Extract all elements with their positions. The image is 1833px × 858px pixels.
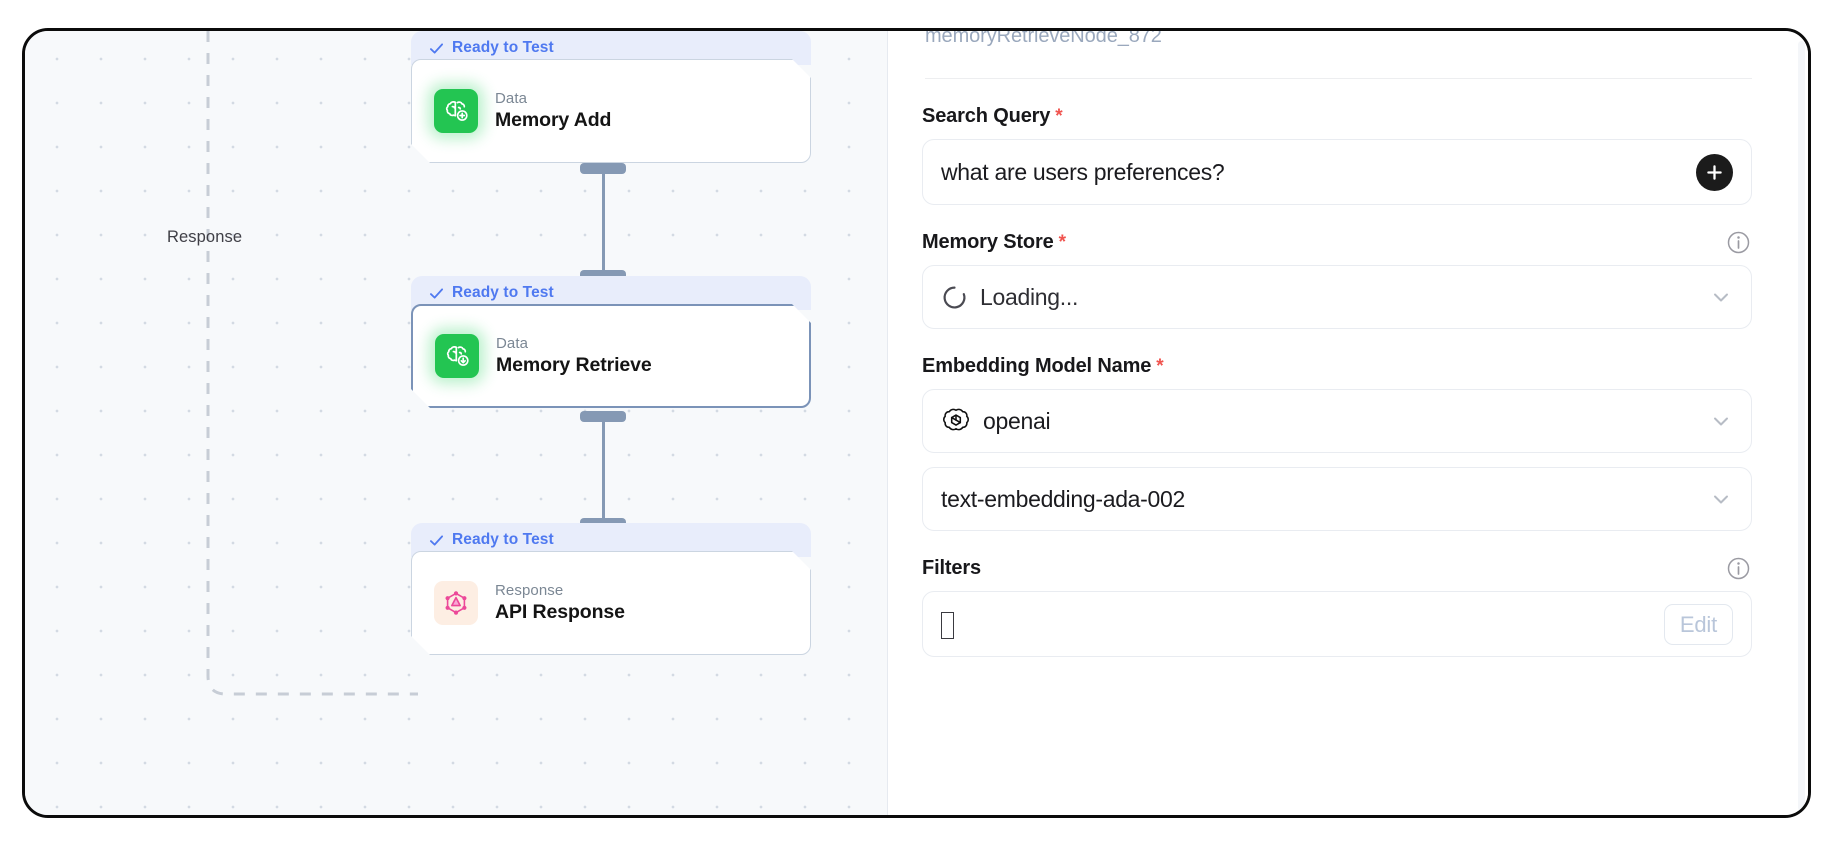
field-filters: Filters	[922, 557, 1752, 658]
panel-node-id: memoryRetrieveNode_872	[925, 31, 1162, 47]
node-card[interactable]: Response API Response	[411, 551, 811, 655]
canvas-response-label: Response	[167, 228, 243, 246]
openai-logo-icon	[941, 406, 971, 436]
connector-line	[601, 422, 605, 518]
chevron-down-icon[interactable]	[1709, 409, 1733, 433]
node-title-label: Memory Add	[495, 109, 612, 131]
filters-value	[941, 610, 1652, 639]
node-kind-label: Data	[495, 90, 528, 107]
plus-icon[interactable]	[1696, 153, 1733, 191]
check-icon	[429, 533, 444, 548]
empty-array-glyph	[941, 611, 954, 639]
connector-handle-top[interactable]	[580, 411, 626, 422]
connector-handle-top[interactable]	[580, 163, 626, 174]
brain-download-icon	[435, 334, 479, 378]
node-card[interactable]: Data Memory Retrieve	[411, 304, 811, 408]
embedding-model-select[interactable]: text-embedding-ada-002	[922, 467, 1752, 532]
api-response-icon	[434, 581, 478, 625]
loading-spinner-icon	[941, 284, 968, 311]
required-indicator: *	[1058, 232, 1066, 254]
embedding-provider-value: openai	[983, 407, 1051, 434]
node-connector-1	[580, 163, 626, 281]
chevron-down-icon[interactable]	[1709, 285, 1733, 309]
node-status-label: Ready to Test	[452, 531, 554, 548]
chevron-down-icon[interactable]	[1709, 487, 1733, 511]
check-icon	[429, 286, 444, 301]
workflow-canvas[interactable]: Response Ready to Test	[25, 31, 887, 815]
check-icon	[429, 41, 444, 56]
node-title-label: Memory Retrieve	[496, 354, 652, 376]
workflow-node-memory-retrieve[interactable]: Ready to Test	[411, 276, 811, 408]
node-card[interactable]: Data Memory Add	[411, 59, 811, 163]
search-query-input[interactable]: what are users preferences?	[922, 139, 1752, 206]
node-properties-panel: memoryRetrieveNode_872 Search Query * wh…	[887, 31, 1808, 815]
brain-add-icon	[434, 89, 478, 133]
node-status-label: Ready to Test	[452, 284, 554, 301]
filters-input[interactable]: Edit	[922, 591, 1752, 658]
field-embedding-model-name: Embedding Model Name *	[922, 355, 1752, 532]
embedding-provider-select[interactable]: openai	[922, 389, 1752, 454]
field-label: Search Query *	[922, 105, 1063, 128]
filters-edit-button[interactable]: Edit	[1663, 603, 1733, 645]
memory-store-select[interactable]: Loading...	[922, 265, 1752, 330]
memory-store-label: Memory Store	[922, 231, 1054, 254]
filters-label: Filters	[922, 557, 981, 580]
info-icon[interactable]	[1727, 231, 1750, 254]
embedding-model-label: Embedding Model Name	[922, 355, 1152, 378]
app-viewport: Response Ready to Test	[22, 28, 1811, 818]
field-label: Filters	[922, 557, 986, 580]
connector-line	[601, 174, 605, 270]
panel-divider	[925, 78, 1752, 80]
field-label: Embedding Model Name *	[922, 355, 1164, 378]
info-icon[interactable]	[1727, 557, 1750, 580]
search-query-label: Search Query	[922, 105, 1051, 128]
field-label: Memory Store *	[922, 231, 1066, 254]
node-kind-label: Data	[496, 335, 529, 352]
field-search-query: Search Query * what are users preference…	[922, 105, 1752, 206]
memory-store-value: Loading...	[980, 283, 1079, 310]
workflow-node-memory-add[interactable]: Ready to Test	[411, 31, 811, 163]
required-indicator: *	[1156, 356, 1164, 378]
connector-handle-bottom[interactable]	[580, 270, 626, 281]
workflow-node-api-response[interactable]: Ready to Test	[411, 523, 811, 655]
node-title-label: API Response	[495, 601, 625, 623]
embedding-model-value: text-embedding-ada-002	[941, 485, 1186, 512]
node-status-label: Ready to Test	[452, 39, 554, 56]
node-connector-2	[580, 411, 626, 529]
panel-scrollbar[interactable]	[1798, 41, 1805, 811]
node-kind-label: Response	[495, 582, 564, 599]
field-memory-store: Memory Store *	[922, 231, 1752, 330]
search-query-value: what are users preferences?	[941, 158, 1225, 185]
required-indicator: *	[1055, 106, 1063, 128]
